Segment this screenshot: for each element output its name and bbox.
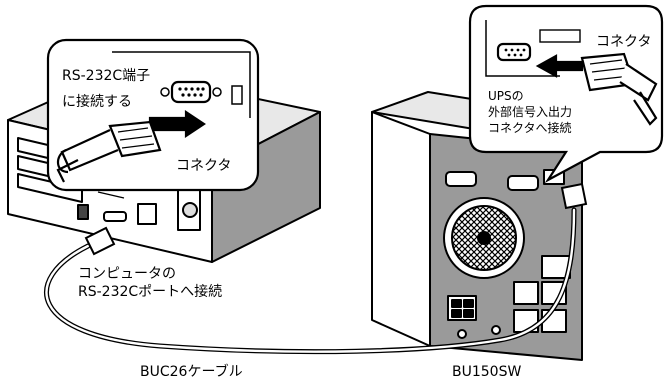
computer-label-line1: コンピュータの [78,266,176,282]
pc-port-label-line1: RS-232C端子 [62,68,151,84]
ups-callout [468,4,664,183]
ups-label-line1: UPSの [488,89,524,103]
cable [44,182,588,355]
ups-connector-label: コネクタ [596,34,652,50]
cable-name-label: BUC26ケーブル [140,364,243,380]
pc-connector-label: コネクタ [176,158,232,174]
ups-label-line3: コネクタへ接続 [488,121,572,135]
ups-label-line2: 外部信号入出力 [488,105,573,119]
pc-port-label-line2: に接続する [62,94,132,110]
ups-model-label: BU150SW [452,364,522,380]
pc-callout [46,38,260,192]
computer-label-line2: RS-232Cポートへ接続 [78,284,223,300]
